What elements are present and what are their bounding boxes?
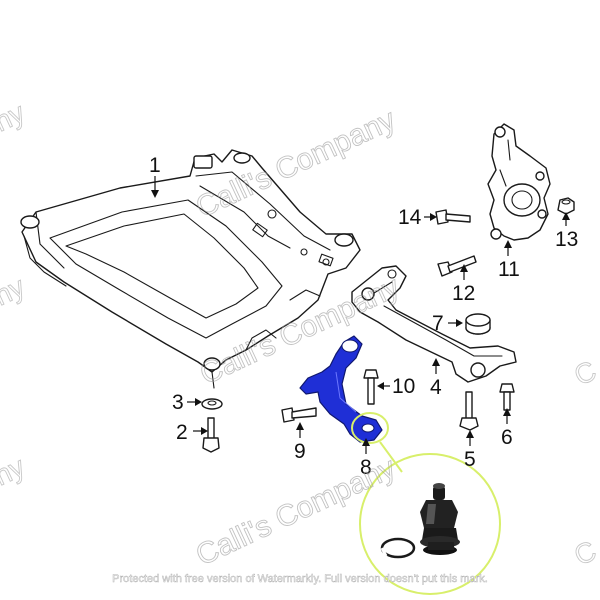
bolt-part-6 [499,383,515,411]
callout-14: 14 [398,206,422,229]
leader-lines [151,176,570,454]
callout-11: 11 [498,258,520,281]
detail-callout [351,412,501,595]
callout-8: 8 [360,456,372,479]
callout-labels: 1 2 3 4 5 6 7 8 9 10 11 12 13 14 [149,154,578,479]
snap-ring-detail [380,537,416,559]
callout-6: 6 [501,426,513,449]
callout-10: 10 [392,375,415,398]
callout-4: 4 [430,376,442,399]
watermark-edge-fragment: C [569,355,600,392]
callout-2: 2 [176,421,188,444]
watermark-notice: Protected with free version of Watermark… [112,573,488,585]
watermark-edge-fragment: C [569,535,600,572]
crossbar-part-4 [351,265,517,383]
watermark-edge-fragment: ny [0,97,29,138]
callout-5: 5 [464,448,476,471]
callout-3: 3 [172,391,184,414]
washer-part-3 [201,398,223,410]
watermark-text: Calli's Company [191,451,401,572]
subframe-part-1 [20,149,361,389]
callout-12: 12 [452,282,475,305]
callout-13: 13 [555,228,578,251]
bolt-part-5 [459,391,479,431]
steering-knuckle-part-11 [487,123,551,241]
bolt-part-10 [363,369,379,405]
watermark-edge-fragment: ny [0,451,29,492]
bolt-part-14 [435,209,471,225]
bolt-part-2 [202,417,220,453]
callout-9: 9 [294,440,306,463]
bolt-part-9 [281,407,317,423]
ball-joint-detail [420,483,460,555]
bushing-part-7 [465,313,491,335]
lower-control-arm-part-8 [299,335,383,443]
bolt-part-12 [437,255,477,277]
nut-part-13 [557,197,575,215]
watermark-edge-fragment: ny [0,271,29,312]
callout-7: 7 [432,312,444,335]
callout-1: 1 [149,154,161,177]
